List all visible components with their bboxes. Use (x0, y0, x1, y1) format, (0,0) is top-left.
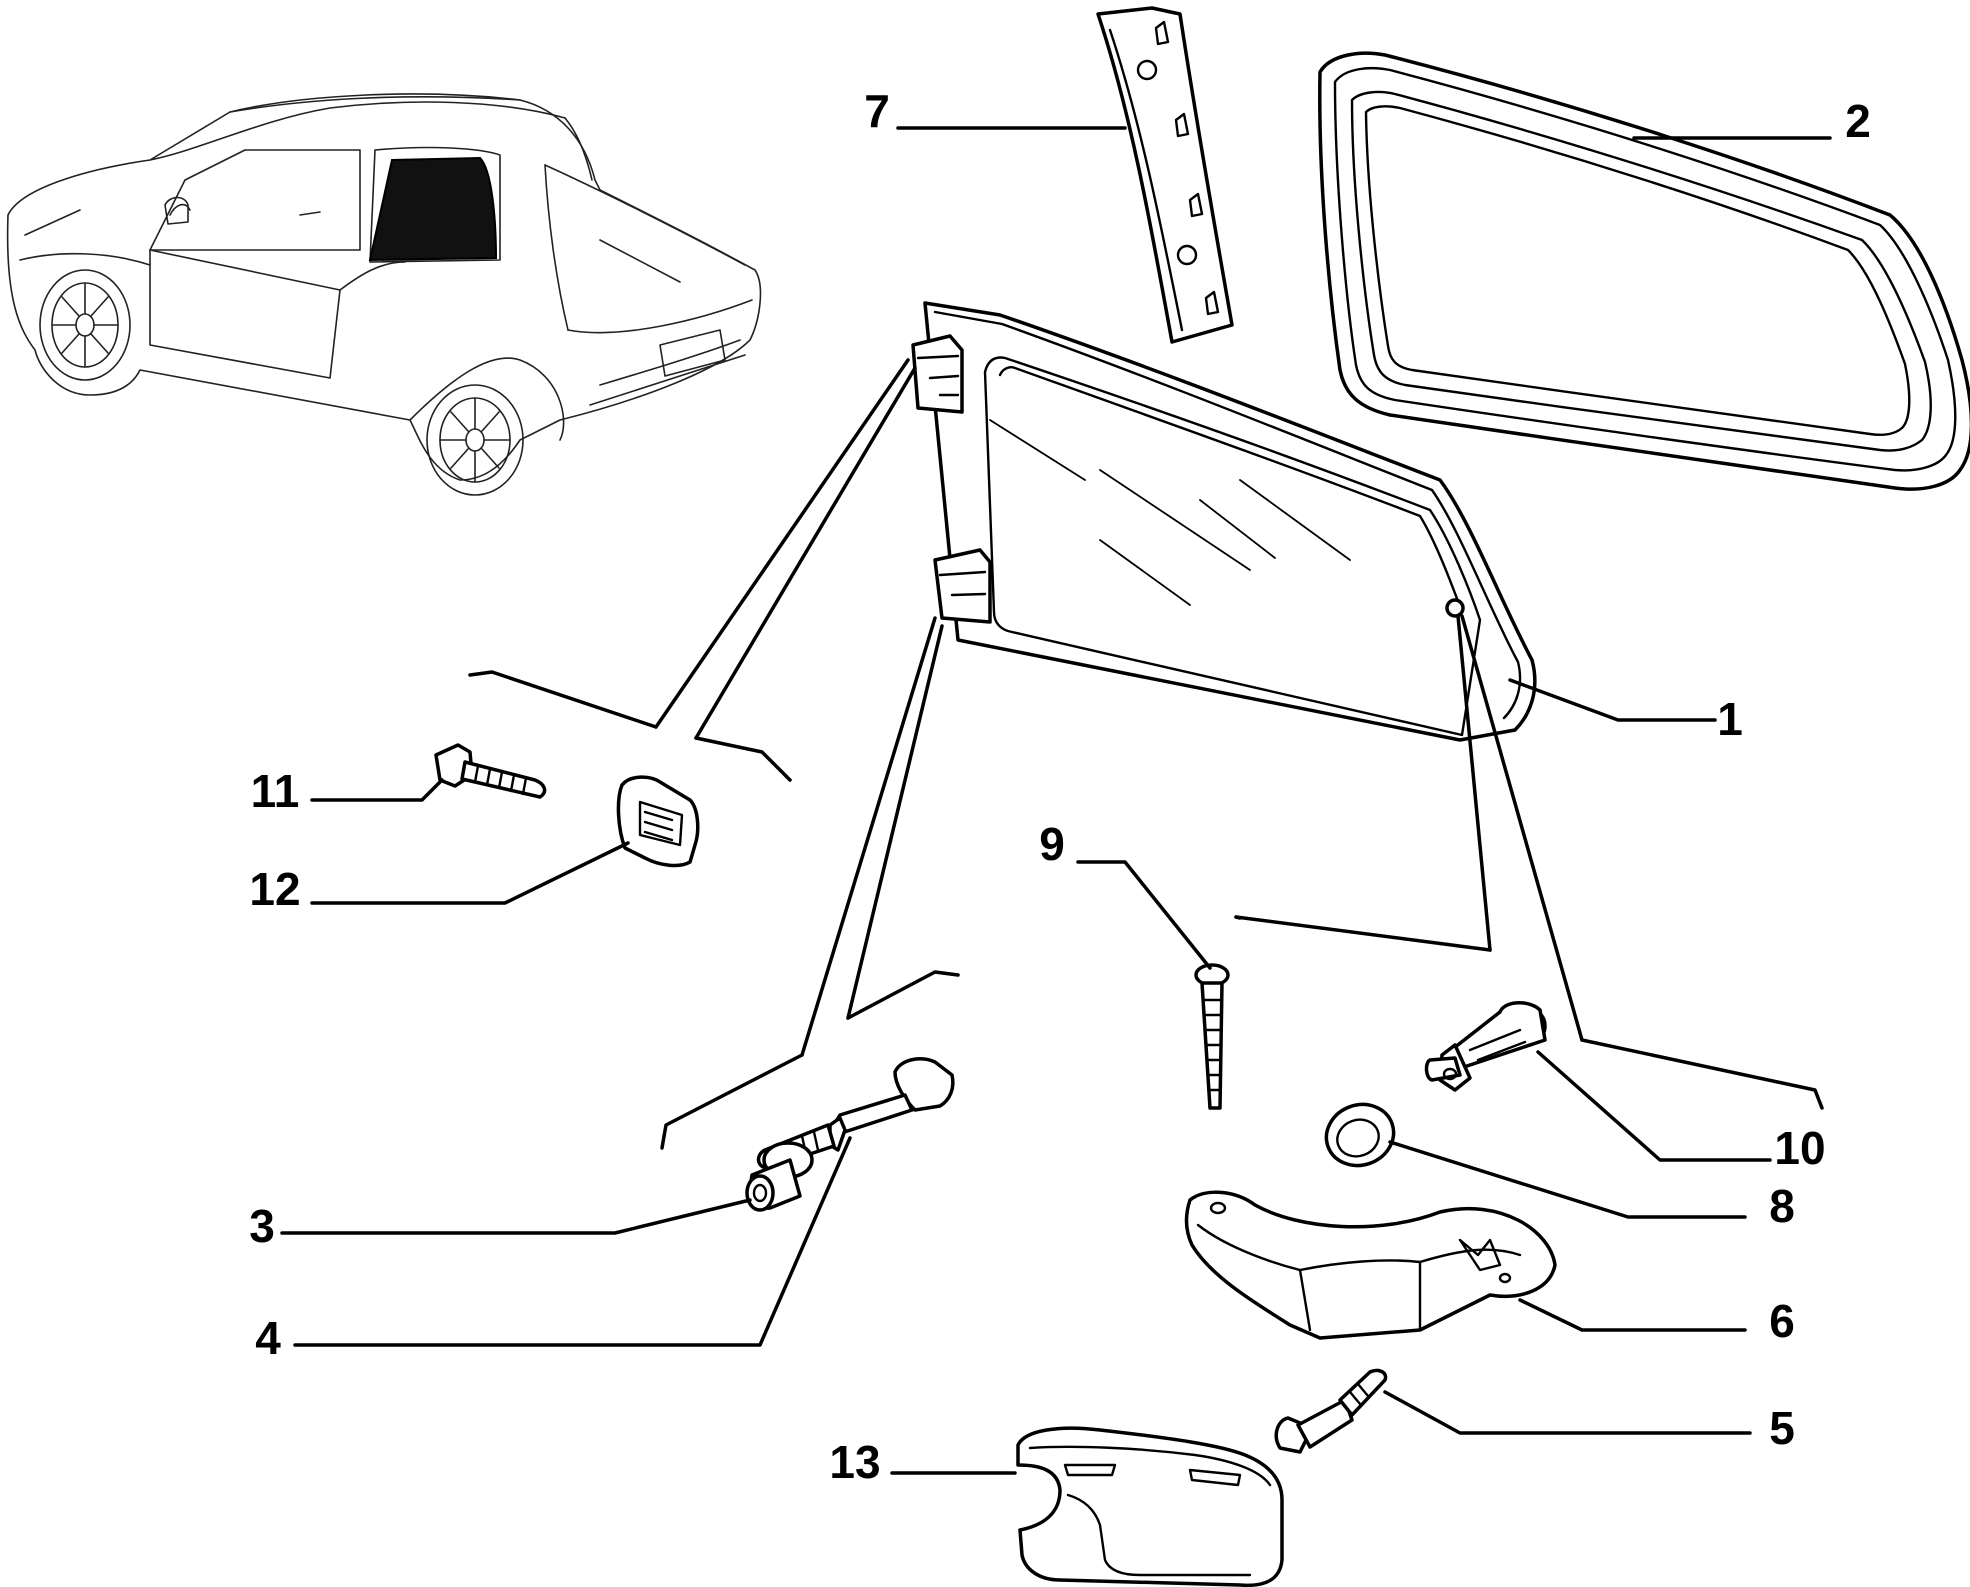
leader-4 (293, 1136, 852, 1347)
callout-10: 10 (1774, 1122, 1825, 1174)
leader-1 (1508, 678, 1717, 722)
highlighted-window (368, 156, 498, 262)
part-5-pin (1274, 1368, 1388, 1454)
leader-8 (1388, 1140, 1747, 1219)
part-7-pillar-trim (1096, 6, 1234, 344)
callout-13: 13 (829, 1436, 880, 1488)
callout-2: 2 (1845, 95, 1871, 147)
part-8-washer (1324, 1102, 1396, 1168)
callout-5: 5 (1769, 1402, 1795, 1454)
callout-4: 4 (255, 1312, 281, 1364)
callout-9: 9 (1039, 818, 1065, 870)
callout-6: 6 (1769, 1295, 1795, 1347)
leader-12 (310, 841, 630, 905)
callout-11: 11 (251, 765, 300, 817)
car-thumbnail (6, 93, 762, 496)
callout-1: 1 (1717, 693, 1743, 745)
callout-8: 8 (1769, 1180, 1795, 1232)
part-3-bushing (745, 1141, 814, 1212)
callout-numbers: 1 2 3 4 5 6 7 8 9 10 11 12 13 (249, 85, 1871, 1488)
leader-10 (1536, 1050, 1772, 1162)
part-2-window-seal (1318, 51, 1970, 491)
part-6-handle-base (1184, 1190, 1557, 1340)
leader-11 (310, 778, 444, 802)
leader-5 (1383, 1390, 1752, 1435)
callout-7: 7 (864, 85, 890, 137)
part-11-bolt (434, 743, 547, 799)
part-12-clip (616, 775, 700, 868)
leader-lines (280, 126, 1832, 1475)
callout-12: 12 (249, 863, 300, 915)
callout-3: 3 (249, 1200, 275, 1252)
part-4-long-bolt (756, 1057, 955, 1170)
part-1-glass-panel (911, 301, 1537, 742)
part-10-hinge-pin (1424, 1001, 1547, 1092)
leader-9 (1076, 860, 1212, 970)
leader-3 (280, 1198, 752, 1235)
part-9-screw (1194, 963, 1230, 1110)
part-13-trim-cover (1016, 1426, 1284, 1587)
leader-6 (1518, 1298, 1747, 1332)
exploded-guide-lines (468, 358, 1824, 1150)
